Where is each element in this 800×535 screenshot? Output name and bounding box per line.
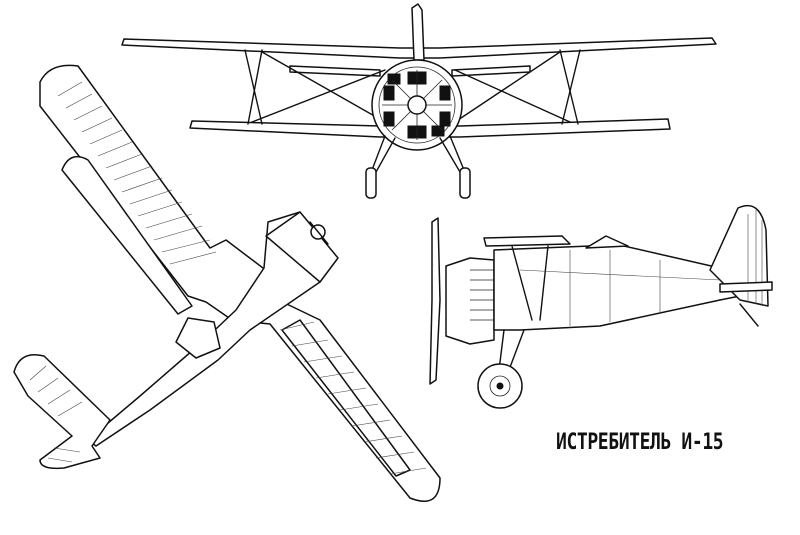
side-upper-wing — [483, 235, 571, 247]
front-propeller-top — [411, 3, 425, 61]
top-cockpit — [175, 317, 221, 359]
side-tail-fin — [709, 204, 769, 307]
side-view — [429, 204, 773, 409]
side-tail-skid — [739, 303, 759, 327]
drawing-title: ИСТРЕБИТЕЛЬ И-15 — [556, 430, 724, 455]
top-view — [13, 64, 441, 502]
front-struts — [244, 49, 581, 125]
top-wing-ribs — [57, 81, 427, 475]
side-propeller — [429, 217, 441, 385]
side-engine-cowling — [445, 257, 495, 345]
front-left-wheel — [365, 167, 377, 199]
side-tailplane — [719, 281, 773, 293]
front-view — [121, 3, 717, 199]
side-cockpit — [585, 235, 629, 249]
top-engine — [265, 211, 339, 283]
front-landing-gear — [371, 135, 465, 173]
top-tailplane — [13, 354, 111, 470]
front-right-wheel — [459, 167, 471, 199]
top-lower-wing — [61, 155, 411, 477]
side-struts — [511, 245, 549, 321]
